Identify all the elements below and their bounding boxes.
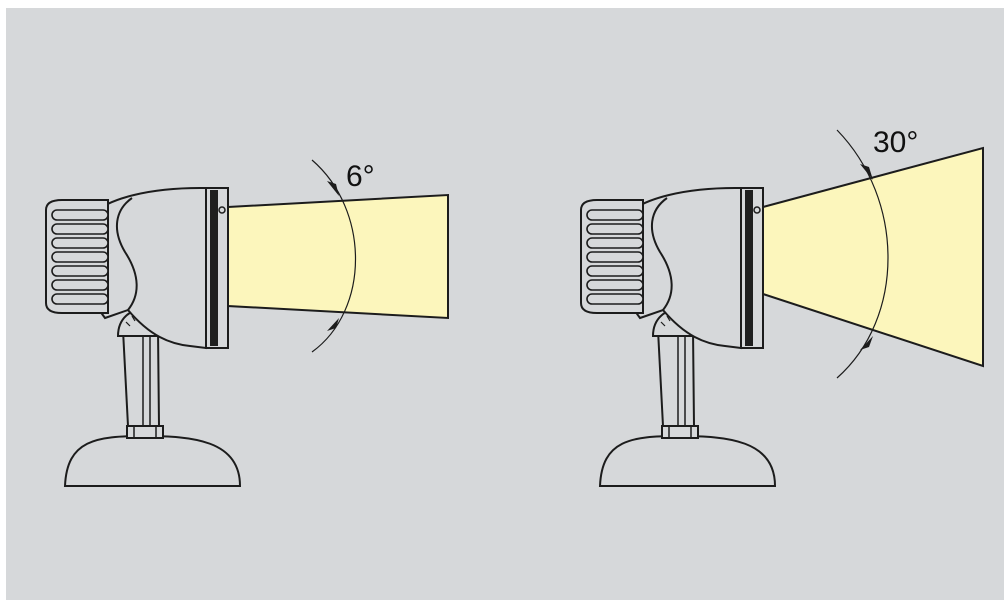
beam-angle-arc	[311, 159, 357, 353]
arrowhead-upper	[327, 181, 339, 196]
spotlight-figure-30-degree: 30°	[580, 126, 984, 487]
light-beam-narrow	[227, 193, 449, 320]
spotlight-figure-6-degree: 6°	[45, 159, 449, 487]
arrowhead-lower	[860, 336, 873, 350]
beam-angle-label: 6°	[346, 160, 375, 193]
beam-angle-arc	[836, 129, 889, 379]
arrowhead-upper	[860, 164, 873, 180]
arrowhead-lower	[327, 318, 339, 331]
beam-angle-label: 30°	[873, 126, 918, 159]
